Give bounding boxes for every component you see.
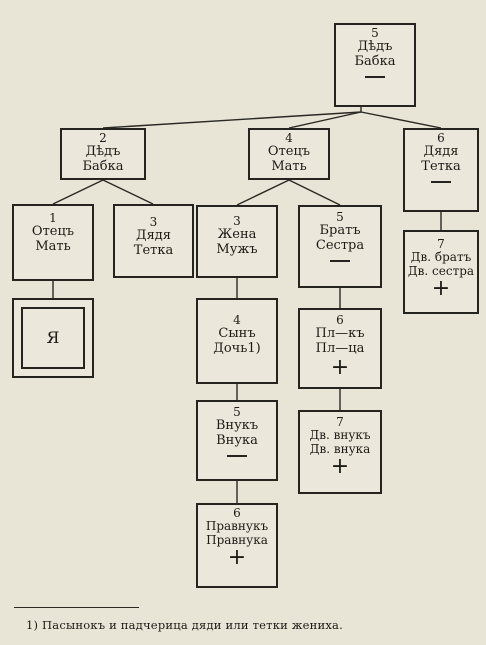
minus-mark xyxy=(365,75,385,78)
male-label: Дв. братъ xyxy=(410,250,472,265)
plus-mark: + xyxy=(227,545,247,571)
degree-number: 5 xyxy=(336,210,344,224)
degree-number: 5 xyxy=(371,26,379,40)
footnote-divider xyxy=(14,607,139,608)
male-label: Отецъ xyxy=(267,144,311,160)
male-label: Правнукъ xyxy=(205,519,269,534)
female-label: Тетка xyxy=(421,158,461,174)
plus-mark: + xyxy=(330,454,350,480)
degree-number: 3 xyxy=(233,214,241,228)
degree-number: 4 xyxy=(233,313,241,327)
female-label: Сестра xyxy=(315,237,365,253)
male-label: Сынъ xyxy=(218,326,256,342)
degree-number: 1 xyxy=(49,211,57,225)
minus-mark xyxy=(227,454,247,457)
node-great-grandchildren: 6 Правнукъ Правнука + xyxy=(196,503,278,588)
node-spouse: 3 Жена Мужъ xyxy=(196,205,278,278)
node-grandparents: 2 Дѣдъ Бабка xyxy=(60,128,146,180)
male-label: Братъ xyxy=(319,223,361,239)
degree-number: 3 xyxy=(149,215,158,229)
female-label: Дочь1) xyxy=(213,340,261,356)
node-uncle-aunt-in-law: 6 Дядя Тетка xyxy=(403,128,479,212)
degree-number: 5 xyxy=(233,405,241,419)
node-great-grandparents: 5 Дѣдъ Бабка xyxy=(334,23,416,107)
degree-number: 6 xyxy=(437,131,445,145)
male-label: Дѣдъ xyxy=(357,39,393,55)
minus-mark xyxy=(330,259,350,262)
node-nephews: 6 Пл—къ Пл—ца + xyxy=(298,308,382,389)
female-label: Бабка xyxy=(82,158,124,174)
node-parents-in-law: 4 Отецъ Мать xyxy=(248,128,330,180)
male-label: Дѣдъ xyxy=(85,144,121,160)
footnote: 1) Пасынокъ и падчерица дяди или тетки ж… xyxy=(26,618,343,632)
female-label: Дв. сестра xyxy=(407,263,475,278)
node-parents: 1 Отецъ Мать xyxy=(12,204,94,281)
node-cousins: 7 Дв. братъ Дв. сестра + xyxy=(403,230,479,314)
node-children: 4 Сынъ Дочь1) xyxy=(196,298,278,384)
female-label: Бабка xyxy=(354,53,396,69)
node-grandchildren: 5 Внукъ Внука xyxy=(196,400,278,481)
node-uncle-aunt: 3 Дядя Тетка xyxy=(113,204,194,278)
male-label: Жена xyxy=(217,227,257,243)
degree-number: 6 xyxy=(336,313,344,327)
degree-number: 7 xyxy=(336,415,344,429)
female-label: Пл—ца xyxy=(315,340,365,356)
plus-mark: + xyxy=(431,276,451,302)
degree-number: 4 xyxy=(285,131,293,145)
female-label: Внука xyxy=(216,432,258,448)
female-label: Правнука xyxy=(206,532,268,547)
female-label: Тетка xyxy=(133,242,174,258)
male-label: Пл—къ xyxy=(315,326,365,342)
degree-number: 6 xyxy=(233,506,241,520)
male-label: Дядя xyxy=(136,228,171,244)
node-self: Я xyxy=(12,298,94,378)
self-label: Я xyxy=(21,307,85,369)
degree-number: 2 xyxy=(99,131,107,145)
female-label: Мужъ xyxy=(216,241,258,257)
degree-number: 7 xyxy=(437,237,445,251)
node-grand-nephews: 7 Дв. внукъ Дв. внука + xyxy=(298,410,382,494)
plus-mark: + xyxy=(330,354,350,380)
male-label: Дв. внукъ xyxy=(309,428,371,443)
male-label: Отецъ xyxy=(31,224,75,240)
female-label: Дв. внука xyxy=(309,441,371,456)
female-label: Мать xyxy=(271,158,307,174)
node-sibling-in-law: 5 Братъ Сестра xyxy=(298,205,382,288)
male-label: Внукъ xyxy=(215,418,259,434)
male-label: Дядя xyxy=(423,144,459,160)
minus-mark xyxy=(431,180,451,183)
female-label: Мать xyxy=(35,238,71,254)
